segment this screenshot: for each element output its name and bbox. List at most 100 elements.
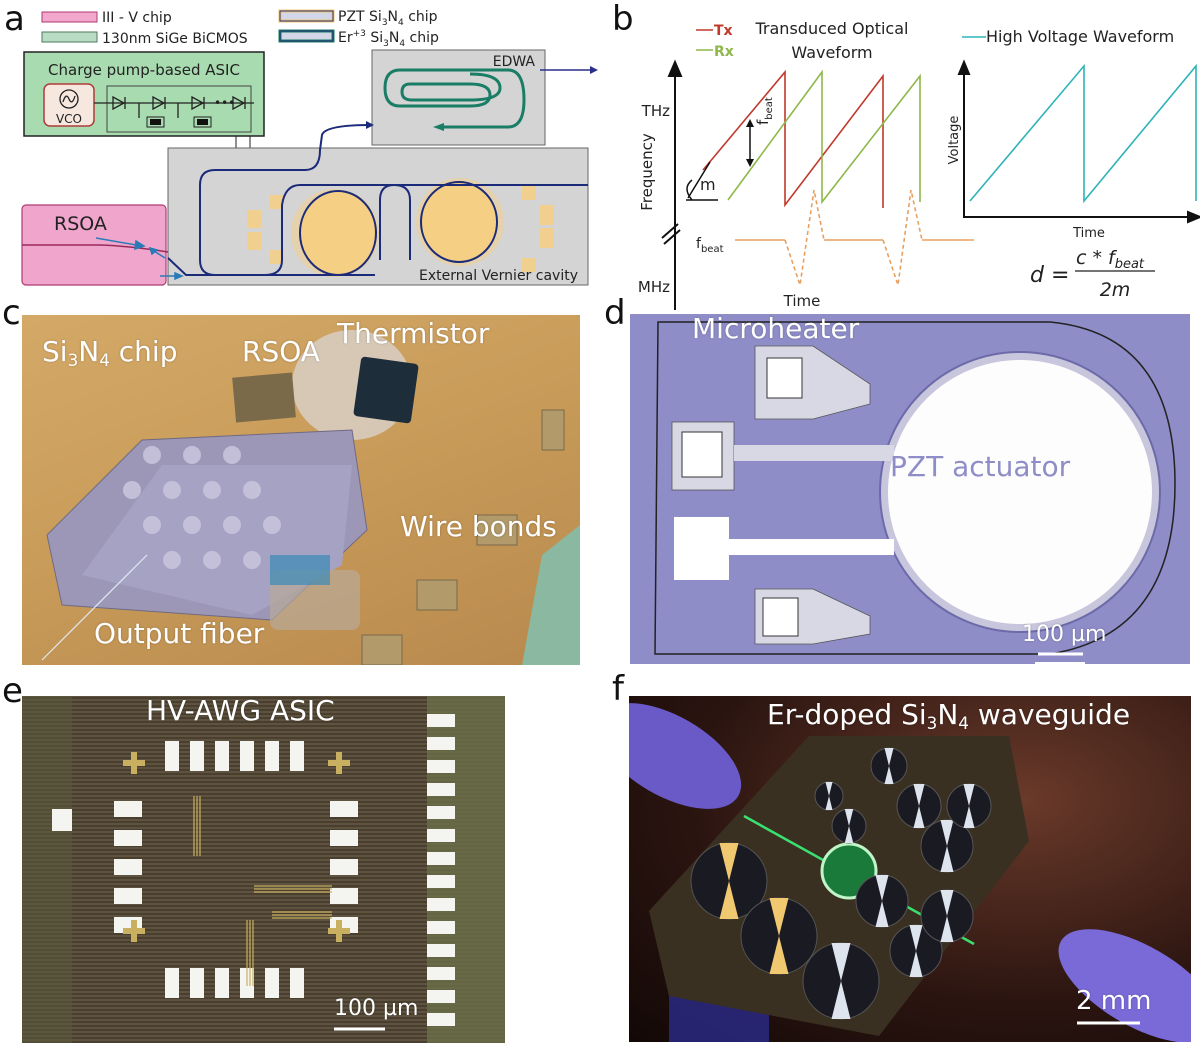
edwa-label: EDWA — [493, 54, 536, 70]
bond-pad-edge — [427, 829, 455, 842]
equation-numerator: c * fbeat — [1076, 247, 1145, 272]
fbeat-label: fbeat — [696, 236, 724, 255]
vco-label: VCO — [56, 112, 82, 126]
microheater-pads — [247, 186, 554, 272]
bond-pad-edge — [427, 898, 455, 911]
disk-reflection — [825, 782, 833, 810]
bond-pad-top — [265, 741, 279, 771]
fbeat-vertical-label: fbeat — [754, 97, 775, 125]
bond-pad-right — [330, 830, 358, 846]
legend-swatch-iii-v — [41, 11, 98, 23]
disk-reflection — [875, 875, 889, 927]
x-axis-label: Time — [783, 292, 821, 310]
legend-label-pzt: PZT Si3N4 chip — [338, 9, 438, 28]
bond-pad-edge — [427, 760, 455, 773]
diode-chain — [112, 95, 246, 118]
panel-b-chart: Tx Rx Transduced Optical Waveform THz MH… — [638, 19, 1200, 310]
waveguide-bus — [199, 124, 588, 276]
asic-title: Charge pump-based ASIC — [48, 61, 240, 79]
label-hv-awg-asic: HV-AWG ASIC — [146, 696, 335, 727]
series-tx — [702, 69, 884, 208]
bond-pad-left — [114, 859, 142, 875]
rsoa-label: RSOA — [54, 213, 107, 235]
capacitor-1 — [146, 116, 165, 128]
cavity-label: External Vernier cavity — [419, 268, 578, 284]
label-er-doped-waveguide: Er-doped Si3N4 waveguide — [767, 698, 1131, 733]
disk-reflection — [831, 943, 851, 1019]
bond-pad-bottom — [265, 968, 279, 998]
label-wire-bonds: Wire bonds — [400, 510, 557, 543]
rsoa-waveguide — [22, 244, 169, 253]
panel-c-letter: c — [2, 293, 21, 333]
vco-symbol-icon — [59, 89, 79, 109]
disk-reflection — [884, 748, 894, 784]
disk-reflection — [719, 843, 739, 919]
thermistor-body — [353, 356, 419, 424]
label-output-fiber: Output fiber — [94, 617, 265, 650]
panel-f-letter: f — [612, 669, 624, 709]
scale-bar-label: 2 mm — [1076, 986, 1152, 1016]
equation-denominator: 2m — [1100, 279, 1131, 301]
bond-pad-top — [165, 741, 179, 771]
series-hv — [969, 63, 1197, 204]
legend-label-iii-v: III - V chip — [102, 10, 172, 26]
disk-reflection — [913, 784, 925, 828]
series-fbeat-transient — [784, 189, 825, 286]
bond-pad-right — [330, 888, 358, 904]
label-microheater: Microheater — [692, 314, 860, 345]
y-axis-label: Frequency — [638, 133, 656, 211]
bond-pad-edge — [427, 783, 455, 796]
bond-pad-edge — [427, 921, 455, 934]
edwa-chip — [371, 49, 546, 146]
legend-label-er: Er+3 Si3N4 chip — [338, 29, 439, 49]
label-thermistor: Thermistor — [337, 317, 490, 350]
bond-pad-right — [330, 801, 358, 817]
pzt-actuator-disk — [888, 360, 1152, 624]
panel-a-diagram: III - V chip 130nm SiGe BiCMOS PZT Si3N4… — [21, 9, 598, 286]
panel-a-letter: a — [4, 0, 25, 39]
label-pzt-actuator: PZT actuator — [890, 450, 1071, 483]
bond-pad-bottom — [190, 968, 204, 998]
slope-label: m — [700, 175, 716, 194]
legend-label-tx: Tx — [714, 23, 733, 39]
charge-pump-block — [106, 85, 252, 133]
disk-reflection — [909, 925, 923, 977]
scale-bar-label: 100 µm — [1022, 622, 1107, 647]
chart-title-line2: Waveform — [791, 43, 872, 62]
hv-legend-label: High Voltage Waveform — [986, 27, 1174, 46]
disk-reflection — [940, 820, 954, 872]
legend-swatch-pzt — [278, 9, 335, 23]
y-tick-mhz: MHz — [638, 278, 670, 296]
vco-block — [43, 83, 95, 127]
series-rx — [727, 69, 921, 205]
bond-pad-top — [290, 741, 304, 771]
series-fbeat-transient — [882, 189, 923, 286]
bond-pad-bottom — [290, 968, 304, 998]
svg-text:•••: ••• — [214, 96, 235, 110]
photo-packaged-laser: Si3N4 chip RSOA Thermistor Wire bonds Ou… — [22, 315, 580, 665]
bond-pad-edge — [427, 737, 455, 750]
panel-e-letter: e — [2, 671, 23, 711]
ring-resonator-2 — [420, 181, 498, 263]
bond-pad-left — [114, 830, 142, 846]
bond-pad-left — [114, 888, 142, 904]
chart-title-line1: Transduced Optical — [755, 19, 909, 38]
bond-pad-bottom — [215, 968, 229, 998]
hv-y-axis-label: Voltage — [947, 116, 962, 165]
bond-pad-top — [215, 741, 229, 771]
beam-arrows — [95, 237, 184, 281]
legend-swatch-er — [278, 29, 335, 43]
disk-reflection — [844, 809, 854, 843]
photo-er-doped-waveguide: Er-doped Si3N4 waveguide 2 mm — [629, 696, 1191, 1042]
label-si3n4-chip: Si3N4 chip — [42, 335, 178, 370]
equation-lhs: d = — [1030, 263, 1069, 288]
bond-pad-bottom — [165, 968, 179, 998]
scale-bar-label: 100 µm — [334, 996, 419, 1021]
label-rsoa: RSOA — [242, 335, 320, 368]
bond-pad-edge — [427, 806, 455, 819]
bond-pad-top — [240, 741, 254, 771]
y-tick-thz: THz — [641, 102, 670, 120]
disk-reflection — [769, 898, 789, 974]
bond-pad-left — [114, 801, 142, 817]
bond-pad-edge — [427, 1013, 455, 1026]
